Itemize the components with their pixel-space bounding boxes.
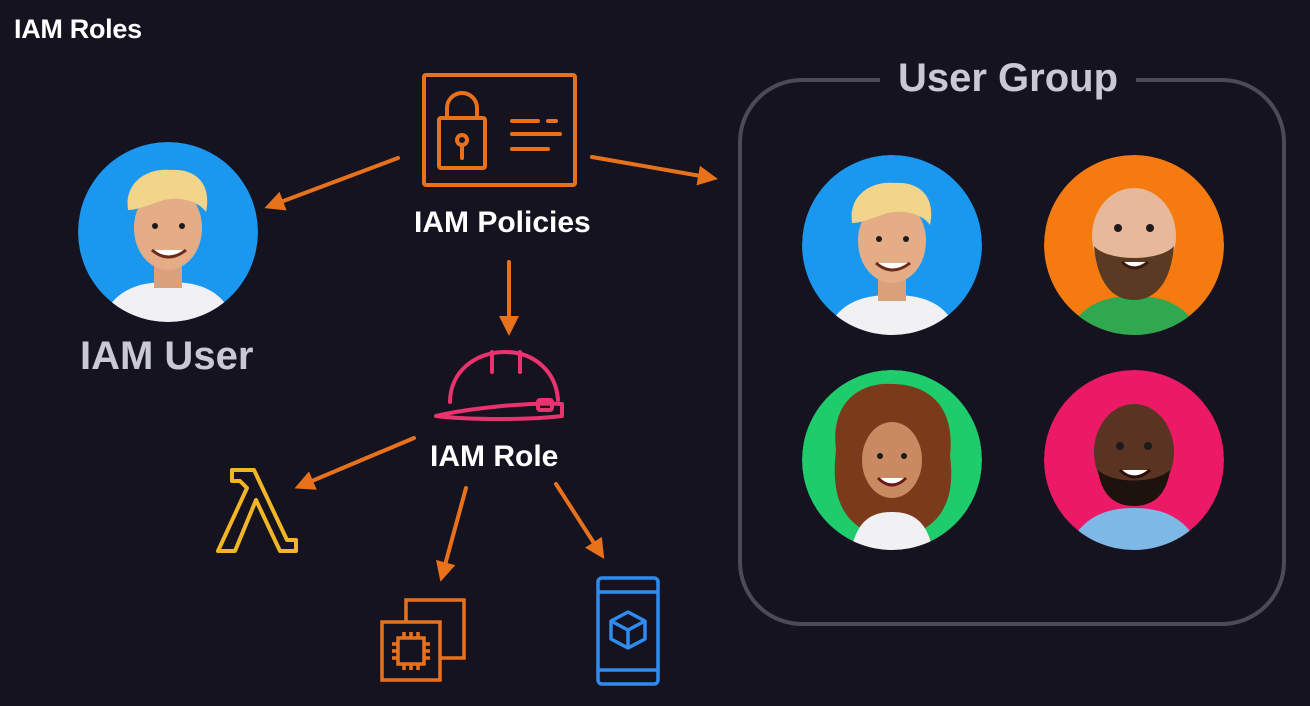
arrow-role-to-lambda (294, 436, 416, 490)
user-group-label: User Group (880, 56, 1137, 101)
arrow-role-to-mobile (554, 482, 605, 560)
iam-role-label: IAM Role (430, 440, 559, 473)
iam-policies-label: IAM Policies (414, 206, 591, 239)
arrow-policies-to-group (590, 155, 718, 186)
group-avatar-smiling-man (1044, 370, 1224, 550)
arrow-policies-to-user (264, 156, 400, 211)
lambda-icon (216, 468, 298, 553)
group-avatar-curly-woman (802, 370, 982, 550)
iam-user-avatar (78, 142, 258, 322)
hard-hat-icon (434, 350, 564, 421)
mobile-app-icon (596, 576, 660, 686)
group-avatar-bearded-man (1044, 155, 1224, 335)
iam-user-label: IAM User (80, 334, 254, 378)
group-avatar-blond-man (802, 155, 982, 335)
arrow-role-to-ec2 (436, 486, 468, 582)
arrows (264, 155, 718, 582)
policy-document-lock-icon (422, 73, 577, 187)
page-title: IAM Roles (14, 14, 142, 44)
ec2-instances-icon (380, 598, 466, 682)
